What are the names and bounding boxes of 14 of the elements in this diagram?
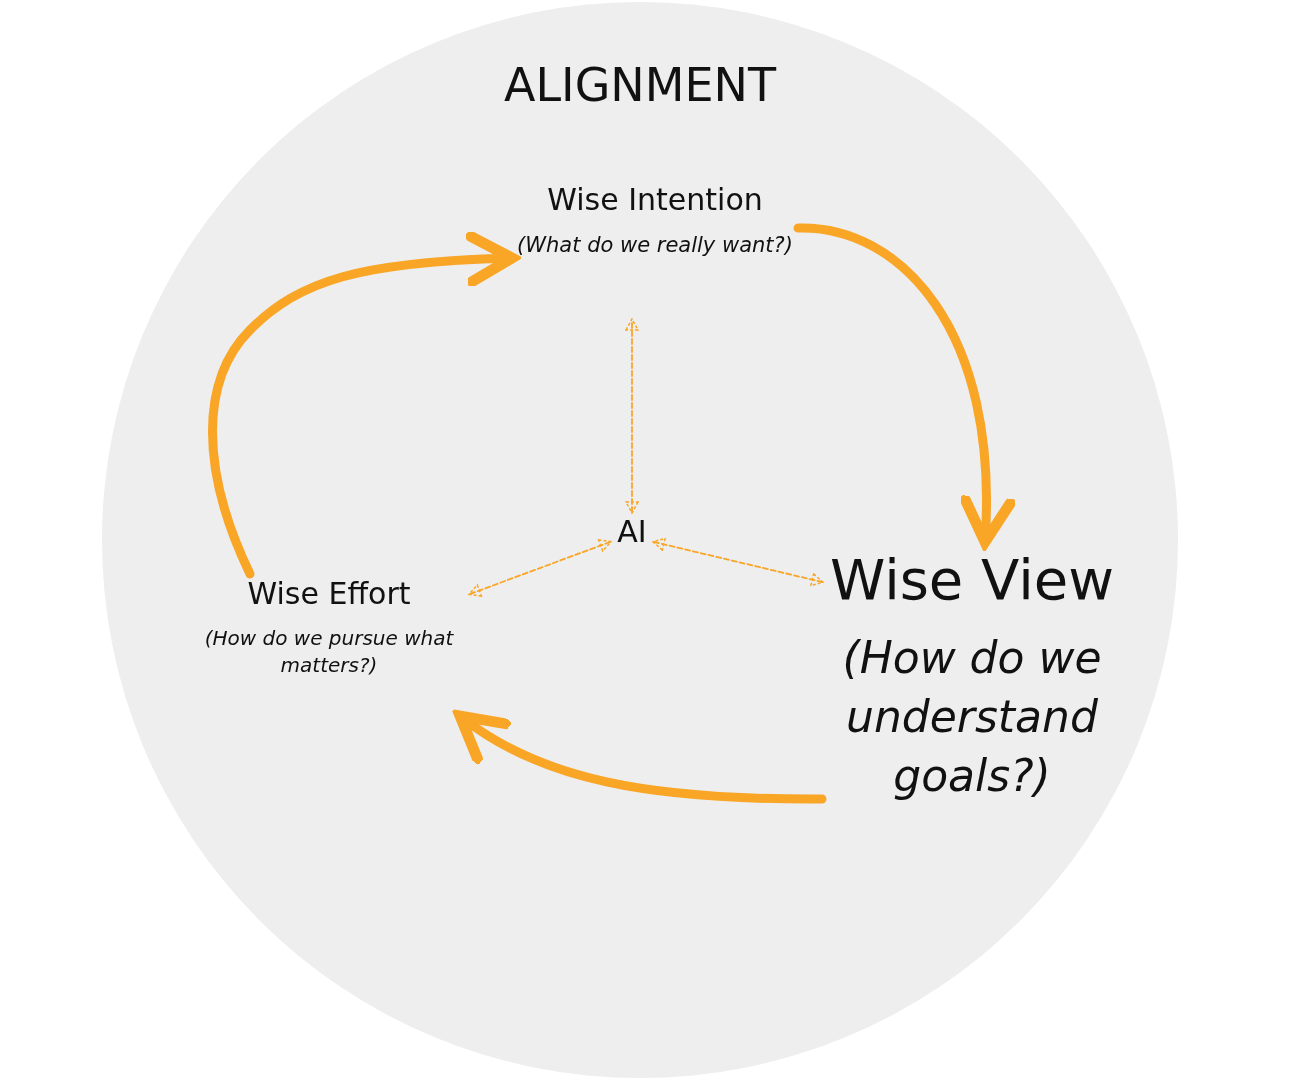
node-question: (What do we really want?) [516,231,794,259]
circle-label: ALIGNMENT [503,57,778,114]
node-question: (How do we understand goals?) [841,630,1103,804]
dashed-double-arrow [625,318,639,514]
curved-arrow [454,710,827,804]
node-question: (How do we pursue what matters?) [203,624,455,679]
node-heading: Wise View [829,546,1115,614]
node-heading: Wise Intention [546,181,764,219]
dashed-double-arrow [468,539,612,597]
curved-arrow [793,223,1014,548]
node-label: AI [616,513,648,551]
curved-arrow [208,231,518,579]
dashed-double-arrow [652,537,824,587]
node-heading: Wise Effort [246,575,412,613]
